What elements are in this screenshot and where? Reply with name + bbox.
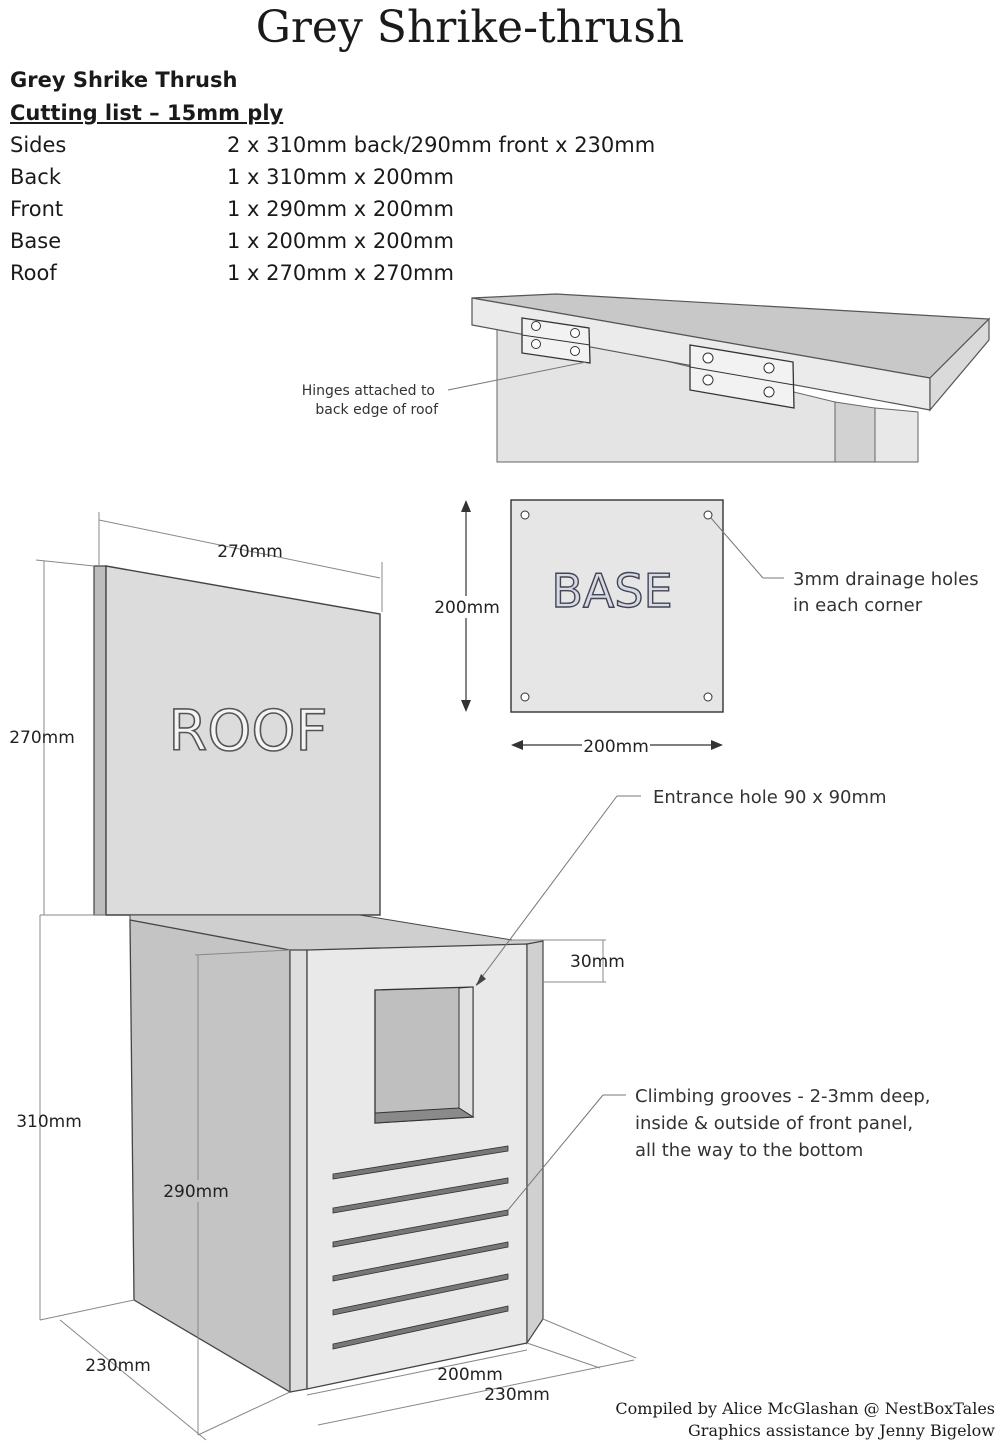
part-name: Sides	[10, 133, 67, 157]
nest-box-body: Entrance hole 90 x 90mm 30mm Climbing gr…	[16, 787, 931, 1441]
grooves-line1: Climbing grooves - 2-3mm deep,	[635, 1086, 931, 1107]
hinge-callout-line1: Hinges attached to	[302, 383, 435, 399]
roof-width-label: 270mm	[217, 542, 283, 562]
side-depth-label: 230mm	[85, 1356, 151, 1376]
drainage-note-line1: 3mm drainage holes	[793, 569, 979, 590]
roof-panel: ROOF 270mm 270mm	[9, 512, 383, 916]
entrance-hole-label: Entrance hole 90 x 90mm	[653, 787, 887, 808]
credit-line1: Compiled by Alice McGlashan @ NestBoxTal…	[615, 1399, 995, 1418]
base-panel: BASE 200mm 200mm 3mm drainage holes in e…	[433, 499, 979, 757]
part-name: Front	[10, 197, 64, 221]
cutting-list-subheading: Cutting list – 15mm ply	[10, 101, 284, 125]
part-name: Base	[10, 229, 62, 253]
hinge-callout-line2: back edge of roof	[315, 402, 439, 418]
lip-label: 30mm	[570, 952, 625, 972]
base-width-label: 200mm	[583, 737, 649, 757]
roof-height-label: 270mm	[9, 728, 75, 748]
climbing-grooves	[332, 1145, 509, 1350]
drainage-note-line2: in each corner	[793, 595, 923, 616]
page-title: Grey Shrike-thrush	[255, 2, 685, 53]
part-size: 1 x 290mm x 200mm	[227, 197, 454, 221]
credit-line2: Graphics assistance by Jenny Bigelow	[688, 1421, 995, 1440]
part-size: 1 x 200mm x 200mm	[227, 229, 454, 253]
hinge	[689, 344, 795, 409]
part-name: Roof	[10, 261, 57, 285]
front-width-label: 200mm	[437, 1365, 503, 1385]
part-name: Back	[10, 165, 61, 189]
grooves-line3: all the way to the bottom	[635, 1140, 863, 1161]
overall-width-label: 230mm	[484, 1385, 550, 1405]
credits: Compiled by Alice McGlashan @ NestBoxTal…	[615, 1398, 995, 1442]
part-size: 1 x 310mm x 200mm	[227, 165, 454, 189]
cutting-list-heading: Grey Shrike Thrush	[10, 68, 238, 92]
part-size: 1 x 270mm x 270mm	[227, 261, 454, 285]
base-height-label: 200mm	[434, 598, 500, 618]
back-height-label: 310mm	[16, 1112, 82, 1132]
base-label: BASE	[551, 564, 672, 618]
grooves-line2: inside & outside of front panel,	[635, 1113, 913, 1134]
part-size: 2 x 310mm back/290mm front x 230mm	[227, 133, 656, 157]
front-height-label: 290mm	[163, 1182, 229, 1202]
hinge-detail: Hinges attached to back edge of roof	[302, 293, 991, 463]
roof-label: ROOF	[168, 699, 327, 764]
hinge	[521, 317, 591, 364]
